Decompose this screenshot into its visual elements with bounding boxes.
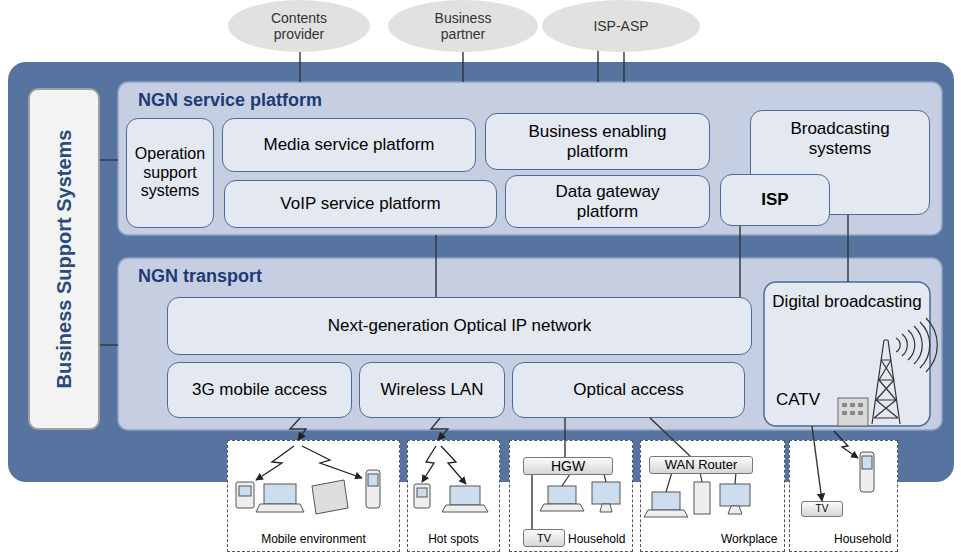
platform-band: NGN service platformOperation support sy…: [118, 82, 942, 235]
radio-bolts: [256, 431, 858, 484]
node-label: ISP-ASP: [593, 18, 648, 34]
node-label: Mobile environment: [228, 533, 399, 547]
connector: [597, 51, 598, 82]
router-box: WAN Router: [649, 456, 753, 474]
service-box: Data gateway platform: [505, 175, 710, 228]
connector: [431, 418, 448, 440]
transport-band: NGN transportNext-generation Optical IP …: [118, 258, 942, 430]
node-label: Digital broadcasting: [772, 292, 922, 312]
node-label: HGW: [551, 458, 585, 474]
user-area: Workplace WAN Router: [640, 440, 785, 552]
connector: [531, 475, 532, 529]
node-label: Workplace: [721, 533, 783, 547]
connector: [100, 344, 118, 345]
node-fill: [764, 282, 930, 426]
user-area: Household TV: [789, 440, 898, 552]
node-sublabel: CATV: [776, 390, 836, 410]
provider-ellipse: Business partner: [388, 0, 538, 52]
broadcast-box: Digital broadcastingCATV: [764, 282, 930, 426]
support-panel: Business Support Systems: [28, 88, 100, 430]
provider-ellipse: Contents provider: [228, 0, 370, 52]
tv-box: TV: [801, 501, 843, 517]
connector: [462, 52, 463, 82]
user-area: Hot spots: [407, 440, 500, 552]
node-label: Data gateway platform: [528, 182, 688, 221]
connector: [847, 215, 848, 282]
access-box: Optical access: [512, 362, 745, 418]
band-fills: [118, 82, 942, 430]
connector: [100, 159, 118, 160]
tv-box: TV: [523, 529, 565, 547]
node-label: Wireless LAN: [381, 380, 484, 400]
service-box: Business enabling platform: [485, 113, 710, 170]
node-label: WAN Router: [665, 458, 737, 473]
node-label: VoIP service platform: [280, 194, 440, 214]
dashed-box-grounds: [227, 440, 898, 552]
device-wires: [562, 472, 736, 492]
gateway-box: HGW: [523, 457, 613, 475]
service-box: Media service platform: [222, 118, 476, 172]
broadcast-tower: [872, 318, 937, 424]
node-label: Household: [834, 533, 896, 547]
connector: [812, 426, 822, 501]
access-box: 3G mobile access: [167, 362, 352, 418]
node-label: ISP: [761, 190, 788, 210]
node-label: Media service platform: [263, 135, 434, 155]
node-label: NGN service platform: [138, 90, 538, 111]
node-label: Hot spots: [408, 533, 499, 547]
node-fill: [118, 258, 942, 430]
connector: [299, 52, 300, 82]
outer-frame: [8, 62, 954, 482]
node-label: TV: [537, 532, 551, 545]
node-label: 3G mobile access: [192, 380, 327, 400]
catv-building: [838, 398, 868, 426]
access-box: Wireless LAN: [359, 362, 505, 418]
node-label: Household: [568, 533, 630, 547]
service-box: VoIP service platform: [224, 180, 497, 228]
connector: [435, 235, 436, 297]
network-box: Next-generation Optical IP network: [167, 297, 752, 355]
user-area: Household HGW TV: [509, 440, 633, 552]
provider-ellipse: ISP-ASP: [542, 0, 700, 52]
connector: [564, 418, 565, 457]
node-label: Broadcasting systems: [751, 119, 929, 158]
user-area: Mobile environment: [227, 440, 400, 552]
node-label: Operation support systems: [131, 145, 209, 200]
node-label: Optical access: [573, 380, 684, 400]
node-label: Next-generation Optical IP network: [328, 316, 591, 336]
service-box: Operation support systems: [126, 118, 214, 228]
connector: [739, 226, 740, 297]
node-label: TV: [816, 503, 829, 515]
node-label: Contents provider: [259, 10, 339, 42]
node-label: Business partner: [423, 10, 503, 42]
node-label: Business Support Systems: [53, 130, 76, 389]
node-label: NGN transport: [138, 266, 538, 287]
service-box: ISP: [720, 174, 830, 226]
node-fill: [118, 82, 942, 235]
connector: [623, 52, 624, 82]
node-label: Business enabling platform: [508, 122, 688, 161]
connector: [650, 418, 690, 456]
device-icons: [236, 452, 874, 517]
connector: [290, 418, 306, 440]
